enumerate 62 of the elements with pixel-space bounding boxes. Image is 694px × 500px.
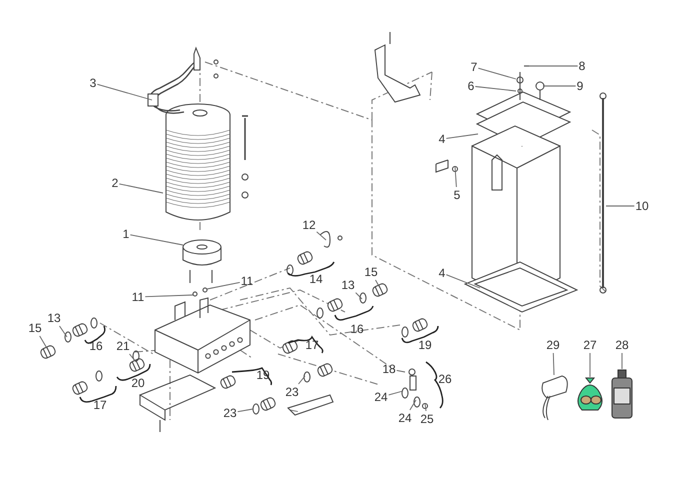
callout-number: 2 — [112, 176, 118, 190]
callout-number: 23 — [223, 406, 237, 420]
callout-number: 26 — [438, 372, 452, 386]
callout-number: 4 — [438, 132, 446, 146]
leader-line — [96, 84, 152, 100]
callout-number: 8 — [578, 59, 586, 73]
callout-number: 20 — [131, 376, 145, 390]
callout-number: 25 — [420, 412, 434, 426]
leader-line — [298, 376, 306, 384]
leader-line — [316, 231, 326, 240]
callout-number: 23 — [285, 385, 299, 399]
oil-bottle-drawing — [612, 370, 632, 418]
callout-number: 9 — [576, 79, 584, 93]
callout-number: 12 — [302, 218, 316, 232]
leader-line — [424, 402, 426, 412]
callout-number: 14 — [309, 272, 323, 286]
callout-number: 19 — [418, 338, 432, 352]
callout-number: 27 — [583, 338, 597, 352]
callout-number: 17 — [93, 398, 107, 412]
capacitor-drawing — [542, 376, 568, 420]
callout-number: 29 — [546, 338, 560, 352]
leader-line — [474, 86, 516, 92]
leader-line — [478, 68, 516, 80]
leader-line — [355, 292, 362, 300]
callout-number: 3 — [90, 76, 96, 90]
callout-number: 24 — [374, 390, 388, 404]
callout-number: 11 — [132, 290, 144, 304]
leader-line — [454, 166, 457, 188]
callout-number: 16 — [350, 322, 364, 336]
leader-line — [59, 326, 68, 338]
leader-line — [237, 408, 254, 412]
callout-number: 4 — [438, 266, 446, 280]
callout-number: 17 — [305, 338, 319, 352]
callout-number: 16 — [89, 339, 103, 353]
leader-line — [144, 294, 194, 298]
callout-number: 6 — [468, 79, 474, 93]
seal-kit-bag-drawing — [578, 378, 602, 410]
callout-number: 13 — [47, 311, 61, 325]
callout-number: 5 — [454, 188, 460, 202]
leader-line — [118, 183, 164, 194]
callout-number: 13 — [341, 278, 355, 292]
leader-line — [388, 390, 404, 396]
callout-number: 1 — [122, 227, 130, 241]
leader-line — [552, 352, 554, 376]
callout-number: 11 — [240, 274, 254, 288]
leader-line — [446, 134, 478, 139]
leader-line — [130, 234, 184, 246]
leader-line — [206, 282, 240, 290]
callout-number: 21 — [116, 339, 130, 353]
callout-number: 10 — [635, 199, 649, 213]
callout-number: 28 — [615, 338, 629, 352]
callout-number: 18 — [382, 362, 396, 376]
leader-line — [396, 370, 406, 372]
callout-number: 24 — [398, 411, 412, 425]
leader-line — [409, 400, 416, 410]
callout-number: 15 — [28, 321, 42, 335]
leader-line — [129, 354, 136, 362]
leader-line — [39, 336, 48, 350]
leader-line — [375, 280, 380, 288]
leader-line — [446, 274, 480, 288]
callout-number: 15 — [364, 265, 378, 279]
callout-number: 7 — [470, 60, 478, 74]
